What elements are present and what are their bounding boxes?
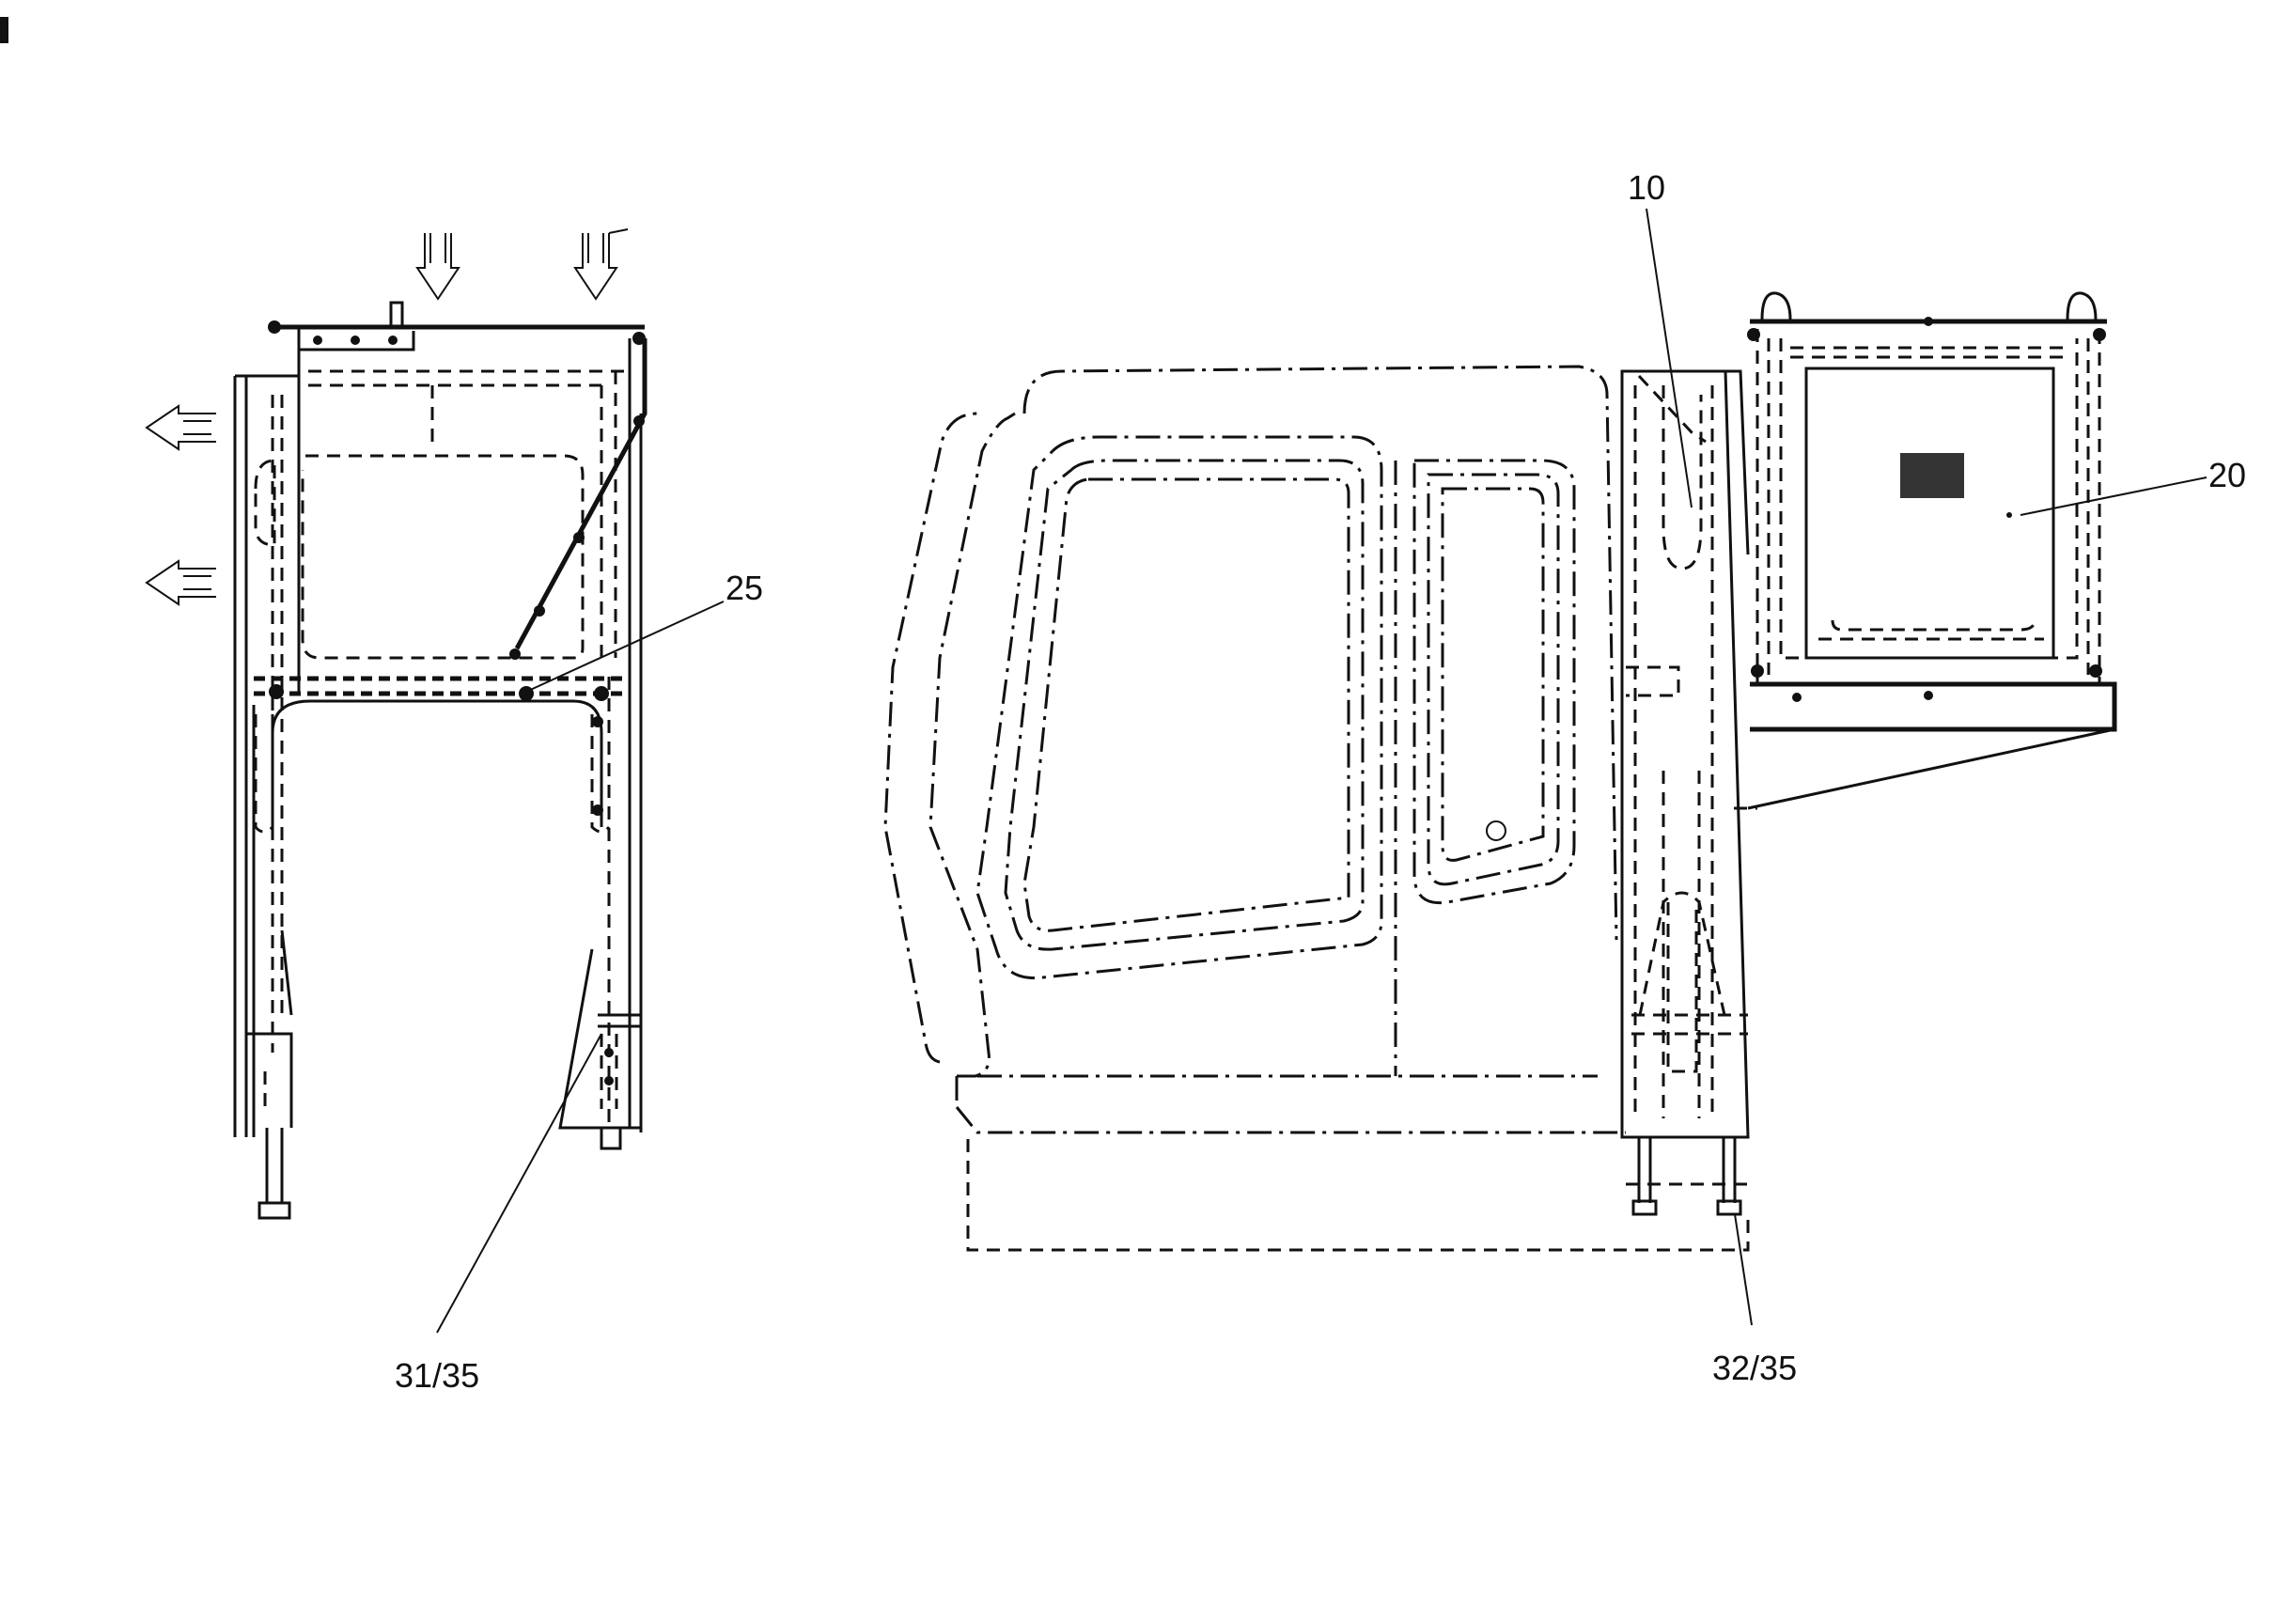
- part-label-31-35: 31/35: [395, 1356, 479, 1395]
- part-label-25: 25: [726, 569, 763, 607]
- leader-line-25: [525, 601, 725, 693]
- airflow-left-arrow-2: [145, 559, 216, 606]
- airflow-down-arrow-2: [573, 228, 629, 301]
- leader-line-10: [1646, 208, 1693, 508]
- leader-line-32-35: [1734, 1213, 1753, 1326]
- airflow-left-arrow-1: [145, 404, 216, 451]
- equipment-box: [1734, 291, 2117, 810]
- part-label-10: 10: [1628, 168, 1665, 207]
- nameplate: [1900, 453, 1964, 498]
- part-label-20: 20: [2208, 456, 2246, 494]
- side-view-frame: [145, 228, 648, 1220]
- airflow-down-arrow-1: [415, 233, 460, 301]
- front-view-cab: [883, 291, 2117, 1252]
- leader-line-31-35: [436, 1033, 602, 1334]
- corner-mark: [0, 17, 8, 43]
- leader-line-20: [2020, 476, 2208, 516]
- part-label-32-35: 32/35: [1712, 1349, 1797, 1387]
